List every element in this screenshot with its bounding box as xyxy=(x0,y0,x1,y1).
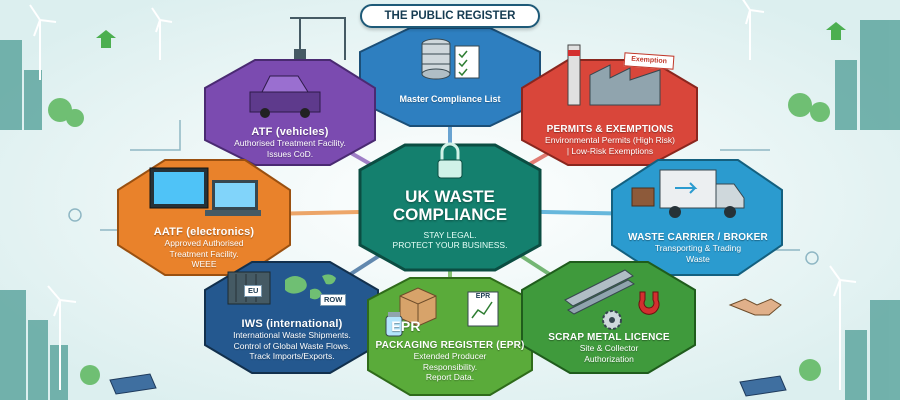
gear-icon xyxy=(602,310,622,330)
center-title-line2: COMPLIANCE xyxy=(392,205,508,224)
factory-icon xyxy=(567,44,661,106)
computer-icon xyxy=(149,167,261,216)
checklist-icon xyxy=(454,45,480,79)
chart-icon xyxy=(467,291,499,327)
box-icon xyxy=(399,287,437,327)
row-tag: ROW xyxy=(320,294,347,306)
jar-icon xyxy=(385,312,403,337)
truck-icon xyxy=(631,169,745,218)
recycle-icon xyxy=(96,22,846,48)
steel-beam-icon xyxy=(564,269,635,315)
crane-icon xyxy=(290,17,346,60)
solar-panels xyxy=(109,373,787,397)
eu-tag: EU xyxy=(244,285,263,297)
wind-turbines xyxy=(29,0,857,390)
center-sub-line2: PROTECT YOUR BUSINESS. xyxy=(392,240,508,250)
world-map-icon xyxy=(285,274,336,300)
database-icon xyxy=(421,38,451,80)
magnet-icon xyxy=(638,291,660,315)
padlock-icon xyxy=(437,142,463,179)
center-title-line1: UK WASTE xyxy=(405,187,495,206)
handshake-icon xyxy=(728,298,782,316)
center-sub-line1: STAY LEGAL. xyxy=(423,230,477,240)
hex-center[interactable] xyxy=(358,143,542,272)
right-city-buildings xyxy=(835,20,900,400)
center-title: UK WASTE COMPLIANCE xyxy=(380,188,520,224)
car-icon xyxy=(249,75,321,118)
trees xyxy=(48,93,830,385)
public-register-banner: THE PUBLIC REGISTER xyxy=(360,4,540,28)
center-subtitle: STAY LEGAL. PROTECT YOUR BUSINESS. xyxy=(370,230,530,250)
